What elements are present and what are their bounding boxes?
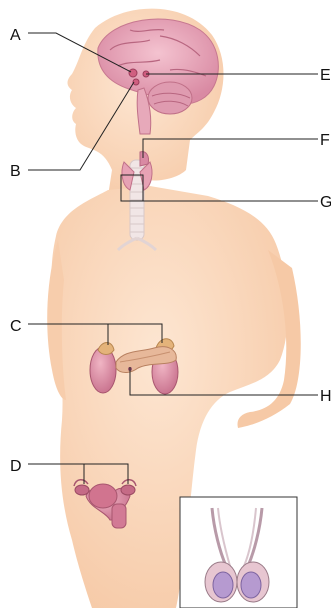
label-b: B [10, 163, 21, 180]
label-d: D [10, 458, 22, 475]
ovary-left [75, 485, 89, 495]
label-e: E [320, 67, 331, 84]
label-c: C [10, 318, 22, 335]
inset-testes [180, 497, 297, 608]
hypothalamus-mark [129, 69, 137, 77]
label-h: H [320, 388, 331, 405]
uterus [89, 484, 117, 508]
ovary-right [121, 485, 135, 495]
testis-right [241, 572, 261, 598]
label-a: A [10, 27, 21, 44]
label-f: F [320, 132, 330, 149]
label-g: G [320, 194, 331, 211]
testis-left [213, 572, 233, 598]
